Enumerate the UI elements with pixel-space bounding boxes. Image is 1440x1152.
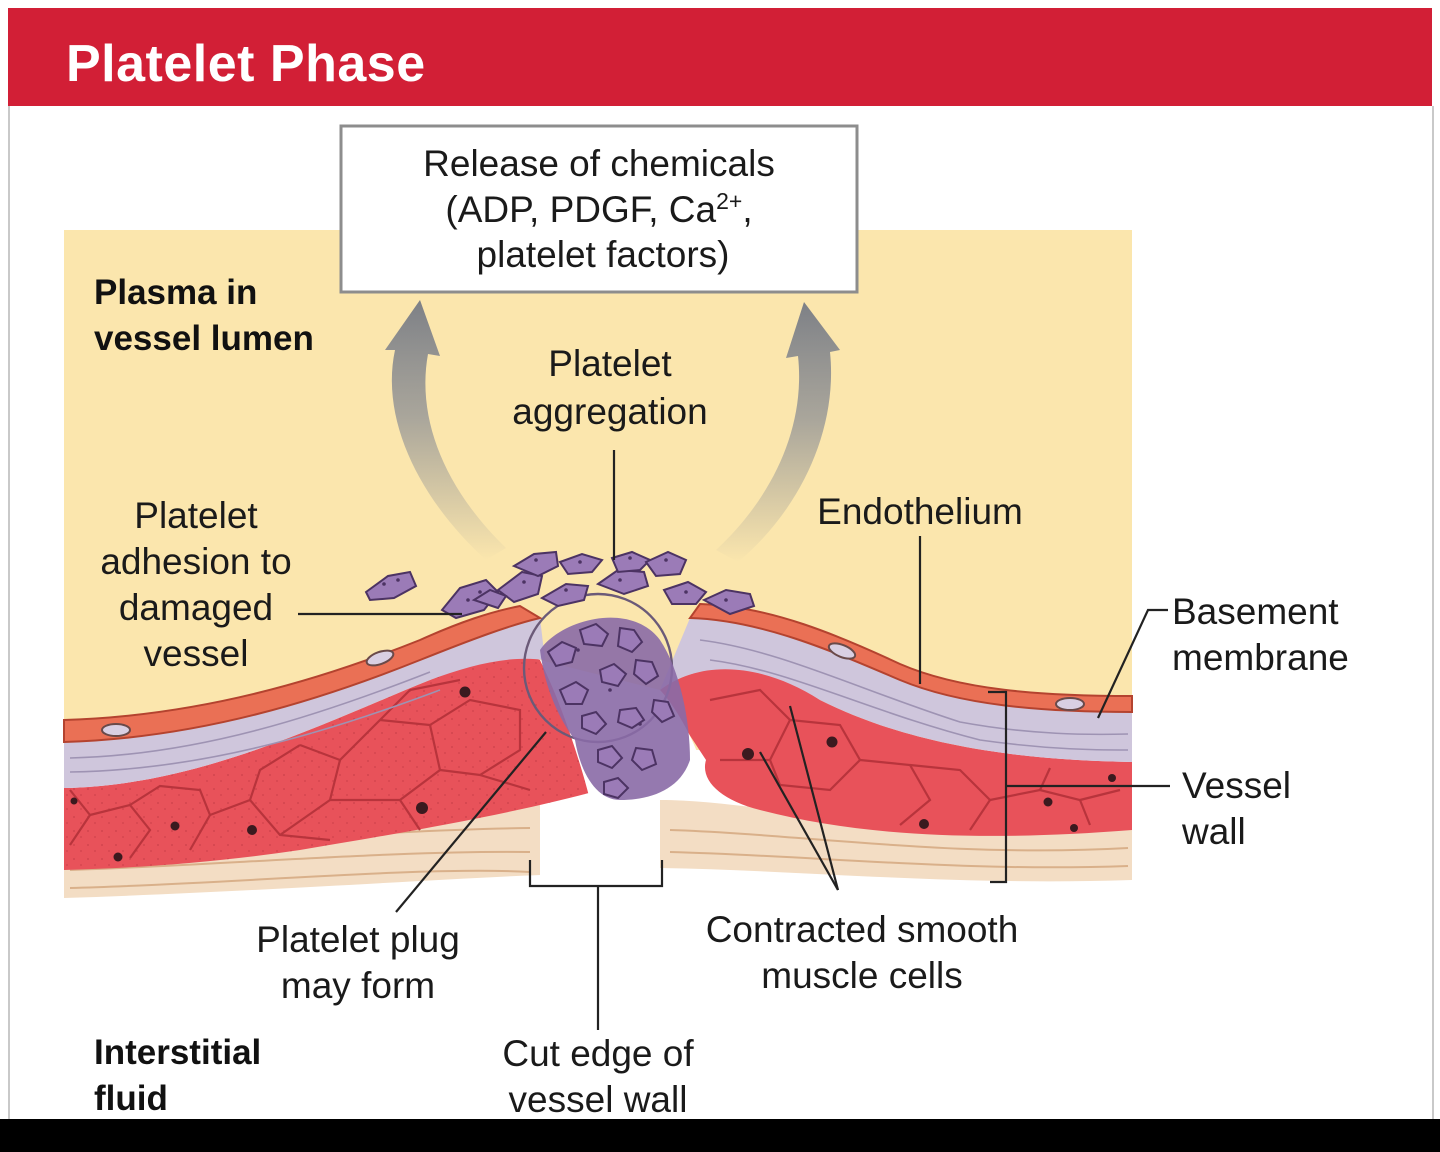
release-callout: Release of chemicals (ADP, PDGF, Ca2+, p… — [339, 124, 859, 294]
platelets-in-plug — [546, 622, 676, 800]
basement-fibers — [69, 639, 1129, 773]
plasma-label-1: Plasma in — [94, 273, 257, 312]
callout-line-2: (ADP, PDGF, Ca2+, — [445, 188, 752, 230]
endothelium-label: Endothelium — [817, 491, 1023, 532]
callout-line-1: Release of chemicals — [423, 143, 775, 184]
muscle-cell-outlines — [69, 678, 1121, 859]
plug-label-1: Platelet plug — [256, 919, 460, 960]
muscle-nuclei — [70, 686, 1116, 862]
arrow-right — [716, 302, 840, 562]
bottom-bar — [0, 1119, 1440, 1152]
interstitial-label-2: fluid — [94, 1079, 168, 1118]
aggregation-label-1: Platelet — [548, 343, 672, 384]
basement-membrane-right — [660, 618, 1132, 762]
cut-edge-label-1: Cut edge of — [502, 1033, 694, 1074]
muscle-leader-1 — [788, 705, 840, 891]
adhesion-label-4: vessel — [144, 633, 249, 674]
cut-edge-bracket — [528, 860, 664, 888]
arrow-left — [385, 300, 506, 560]
muscle-label-2: muscle cells — [761, 955, 963, 996]
callout-line-3: platelet factors) — [477, 234, 730, 275]
plug-label-2: may form — [281, 965, 435, 1006]
cut-edge-label-2: vessel wall — [509, 1079, 688, 1120]
connective-tissue-right — [660, 800, 1132, 882]
plug-leader — [395, 731, 547, 913]
aggregation-label-2: aggregation — [512, 391, 707, 432]
adhesion-label-3: damaged — [119, 587, 273, 628]
endothelial-nuclei — [101, 642, 1085, 737]
header-bar: Platelet Phase — [8, 8, 1432, 106]
vessel-wall-label-1: Vessel — [1182, 765, 1291, 806]
platelet-granules — [382, 556, 728, 726]
basement-leader — [1097, 608, 1168, 719]
plasma-label-2: vessel lumen — [94, 319, 314, 358]
basement-label-1: Basement — [1172, 591, 1339, 632]
interstitial-label-1: Interstitial — [94, 1033, 261, 1072]
vessel-wall-label-2: wall — [1181, 811, 1246, 852]
adhesion-label-1: Platelet — [134, 495, 258, 536]
endothelium-left — [63, 604, 543, 744]
adhesion-label-2: adhesion to — [100, 541, 291, 582]
muscle-label-1: Contracted smooth — [706, 909, 1019, 950]
basement-label-2: membrane — [1172, 637, 1349, 678]
panel-border — [8, 106, 1434, 1121]
muscle-leader-2 — [759, 751, 839, 891]
page-title: Platelet Phase — [66, 35, 426, 93]
